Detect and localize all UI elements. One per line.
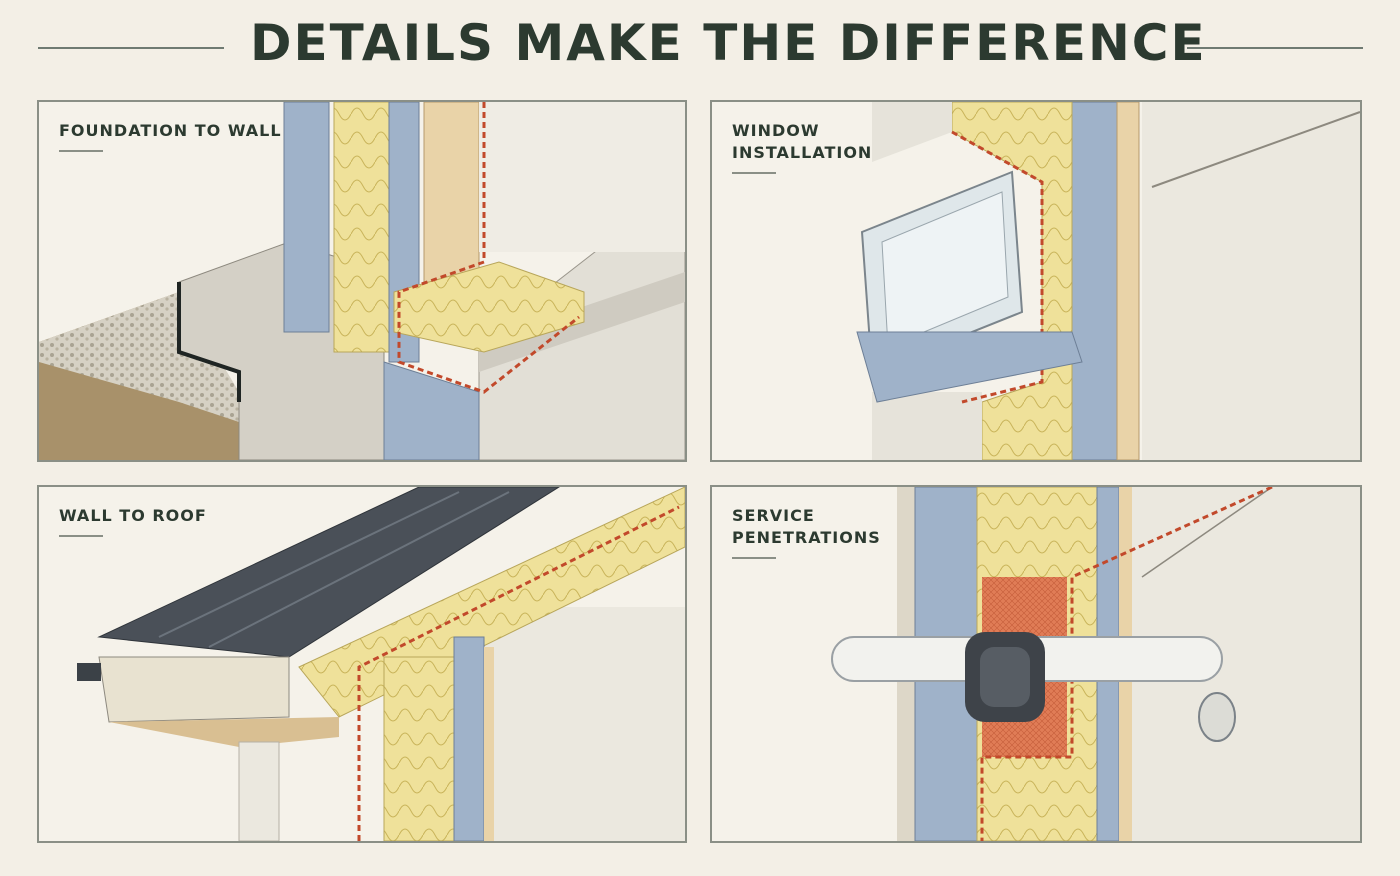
airtight-membrane [397,102,580,394]
title-rule-right [1187,47,1363,49]
panel-service-penetrations: SERVICE PENETRATIONS [710,485,1362,843]
roof-illustration [77,487,685,841]
window-sill [856,331,1083,403]
concrete-head [872,102,952,162]
damp-membrane [177,282,241,402]
exterior-board [1071,102,1118,460]
label-underline [59,150,103,152]
interior-wall [479,607,685,841]
gutter [77,663,101,681]
inner-board [453,636,485,841]
label-underline [732,172,776,174]
interior-wall [1142,102,1360,460]
fascia [98,656,290,723]
wall-edge [1151,111,1360,188]
panel-label: WINDOW INSTALLATION [732,121,873,162]
title-rule-left [38,47,224,49]
timber-stud [1116,102,1140,460]
foundation-illustration [39,102,685,460]
timber-stud [423,102,480,283]
panel-window-installation: WINDOW INSTALLATION [710,100,1362,462]
wall-edge [1141,487,1273,578]
pipe-end [1198,692,1236,742]
wall-insulation [383,656,455,841]
airtight-membrane [357,505,680,841]
panel-label: FOUNDATION TO WALL [59,121,282,140]
roof-seam [208,491,510,648]
window-pane [881,191,1009,348]
airtight-membrane [951,130,1044,404]
exterior-board-lower [383,361,480,460]
wall-insulation [333,102,390,353]
interior-wall [479,102,685,252]
timber-stud [484,647,494,841]
exterior-wall [238,741,280,841]
panel-wall-to-roof: WALL TO ROOF [37,485,687,843]
metal-roof [97,487,560,658]
header: DETAILS MAKE THE DIFFERENCE [0,0,1400,90]
exterior-board [283,102,330,333]
service-illustration [831,487,1360,841]
soffit [109,717,339,747]
panel-label: SERVICE PENETRATIONS [732,506,881,547]
concrete-sill [872,392,982,460]
roof-seam [158,491,460,638]
page-title: DETAILS MAKE THE DIFFERENCE [250,14,1207,72]
panel-foundation-to-wall: FOUNDATION TO WALL [37,100,687,462]
label-underline [732,557,776,559]
grommet-collar [980,647,1030,707]
window-illustration [856,102,1360,460]
label-underline [59,535,103,537]
floor-insulation [393,261,585,353]
panel-label: WALL TO ROOF [59,506,207,525]
